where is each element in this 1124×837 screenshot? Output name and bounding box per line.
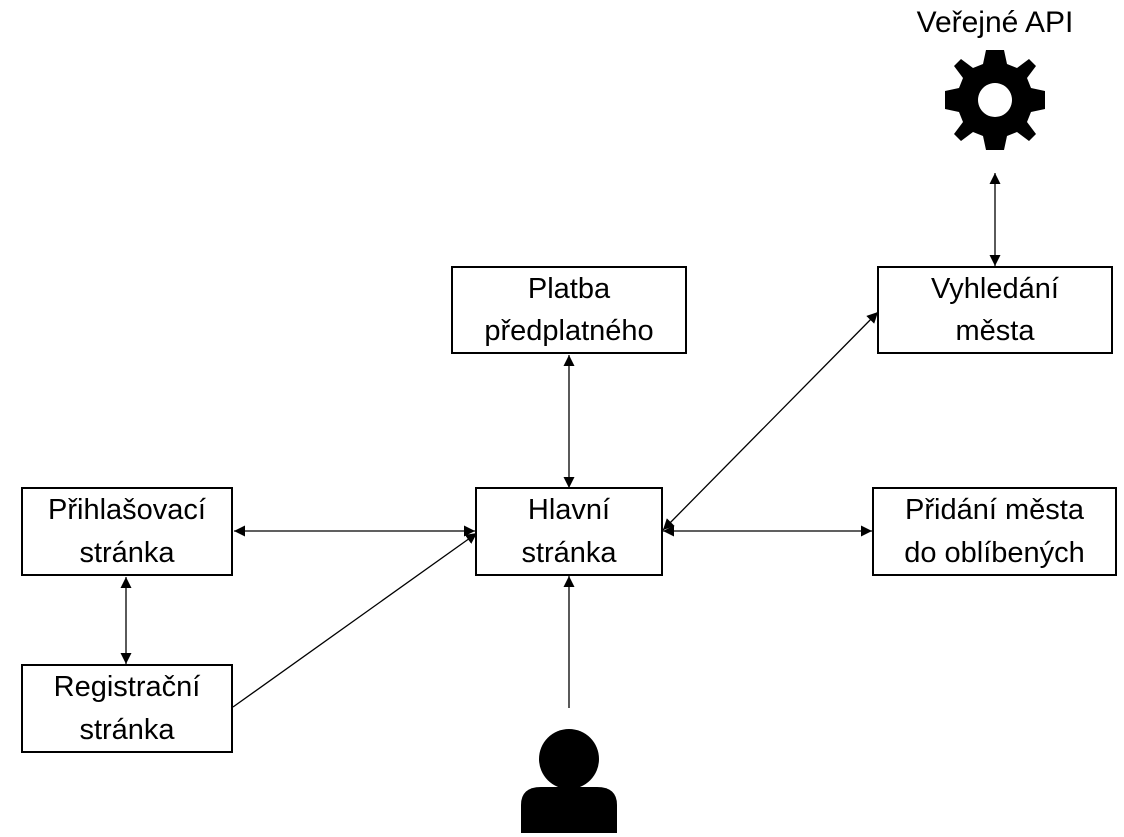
city-search-line1: Vyhledání [931,272,1059,305]
subscription-payment-line2: předplatného [484,315,654,347]
city-search-line2: města [955,315,1035,347]
login-page-line2: stránka [79,536,175,569]
edge-main-search [662,311,879,531]
api-label: Veřejné API [916,6,1074,39]
main-page-node: Hlavní stránka [475,487,663,576]
subscription-payment-node: Platba předplatného [451,266,687,354]
login-page-line1: Přihlašovací [48,494,206,527]
edge-registration-main [232,532,478,708]
main-page-line2: stránka [521,536,617,569]
registration-page-node: Registrační stránka [21,664,233,753]
add-favorite-city-line1: Přidání města [905,494,1084,527]
subscription-payment-line1: Platba [527,272,611,305]
main-page-line1: Hlavní [527,494,611,527]
gear-icon [945,50,1045,150]
add-favorite-city-line2: do oblíbených [904,536,1085,569]
registration-page-line2: stránka [79,713,175,746]
login-page-node: Přihlašovací stránka [21,487,233,576]
registration-page-line1: Registrační [53,671,201,704]
city-search-node: Vyhledání města [877,266,1113,354]
user-icon [521,729,617,833]
add-favorite-city-node: Přidání města do oblíbených [872,487,1117,576]
